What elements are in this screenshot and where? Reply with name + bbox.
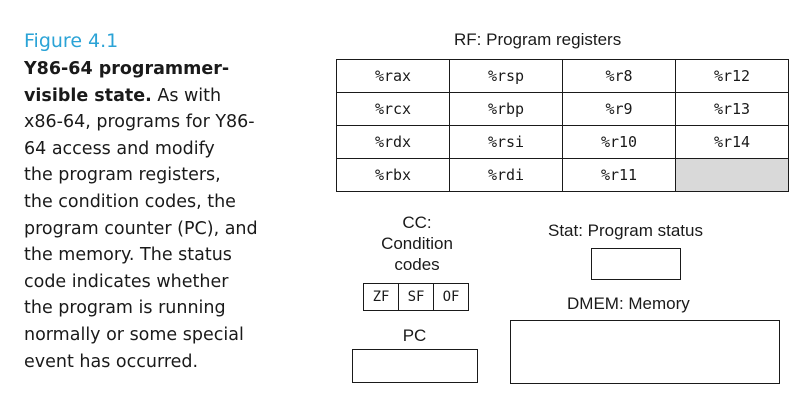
condition-codes-title-line: codes — [394, 255, 440, 274]
status-box — [591, 248, 681, 280]
register-row: %rax %rsp %r8 %r12 — [336, 59, 789, 93]
caption-line: code indicates whether — [24, 271, 229, 292]
program-counter-box — [352, 349, 478, 383]
caption-line: event has occurred. — [24, 351, 199, 372]
condition-codes-title: CC: Condition codes — [362, 212, 472, 275]
figure-number: Figure 4.1 — [24, 30, 119, 52]
caption-line: the program is running — [24, 298, 226, 319]
status-title: Stat: Program status — [548, 221, 703, 240]
caption-line-rest: As with — [151, 85, 222, 106]
memory-title: DMEM: Memory — [567, 294, 690, 313]
caption-line: the memory. The status — [24, 245, 232, 266]
caption-bold-line: visible state. — [24, 85, 152, 106]
register-cell: %r12 — [675, 59, 789, 93]
register-cell: %rcx — [336, 92, 450, 126]
caption-line: the condition codes, the — [24, 191, 236, 212]
caption-line: normally or some special — [24, 324, 244, 345]
register-cell: %r9 — [562, 92, 676, 126]
figure-caption: Figure 4.1 Y86-64 programmer- visible st… — [24, 29, 324, 375]
register-cell-empty — [675, 158, 789, 192]
register-file-title: RF: Program registers — [454, 30, 622, 49]
caption-line: the program registers, — [24, 165, 221, 186]
register-cell: %rdx — [336, 125, 450, 159]
condition-codes-title-line: CC: — [402, 213, 432, 232]
register-cell: %rsp — [449, 59, 563, 93]
register-row: %rcx %rbp %r9 %r13 — [336, 92, 789, 126]
flag-sf: SF — [399, 284, 434, 310]
register-row: %rdx %rsi %r10 %r14 — [336, 125, 789, 159]
register-cell: %r13 — [675, 92, 789, 126]
flag-of: OF — [442, 289, 460, 305]
register-cell: %rax — [336, 59, 450, 93]
register-cell: %rbx — [336, 158, 450, 192]
caption-text: Y86-64 programmer- visible state. As wit… — [24, 56, 324, 375]
register-cell: %rdi — [449, 158, 563, 192]
register-cell: %rsi — [449, 125, 563, 159]
register-cell: %r14 — [675, 125, 789, 159]
caption-line: x86-64, programs for Y86- — [24, 112, 255, 133]
condition-codes-title-line: Condition — [381, 234, 453, 253]
register-cell: %rbp — [449, 92, 563, 126]
register-cell: %r11 — [562, 158, 676, 192]
caption-line: program counter (PC), and — [24, 218, 258, 239]
flag-zf: ZF — [364, 284, 399, 310]
register-file-table: %rax %rsp %r8 %r12 %rcx %rbp %r9 %r13 %r… — [336, 59, 789, 192]
register-row: %rbx %rdi %r11 — [336, 158, 789, 192]
caption-line: 64 access and modify — [24, 138, 215, 159]
caption-line: visible state. As with — [24, 83, 324, 110]
caption-bold-line: Y86-64 programmer- — [24, 59, 230, 79]
register-cell: %r10 — [562, 125, 676, 159]
condition-codes-box: ZF SF OF — [363, 283, 469, 311]
register-cell: %r8 — [562, 59, 676, 93]
memory-box — [510, 320, 780, 384]
program-counter-title: PC — [402, 326, 427, 345]
